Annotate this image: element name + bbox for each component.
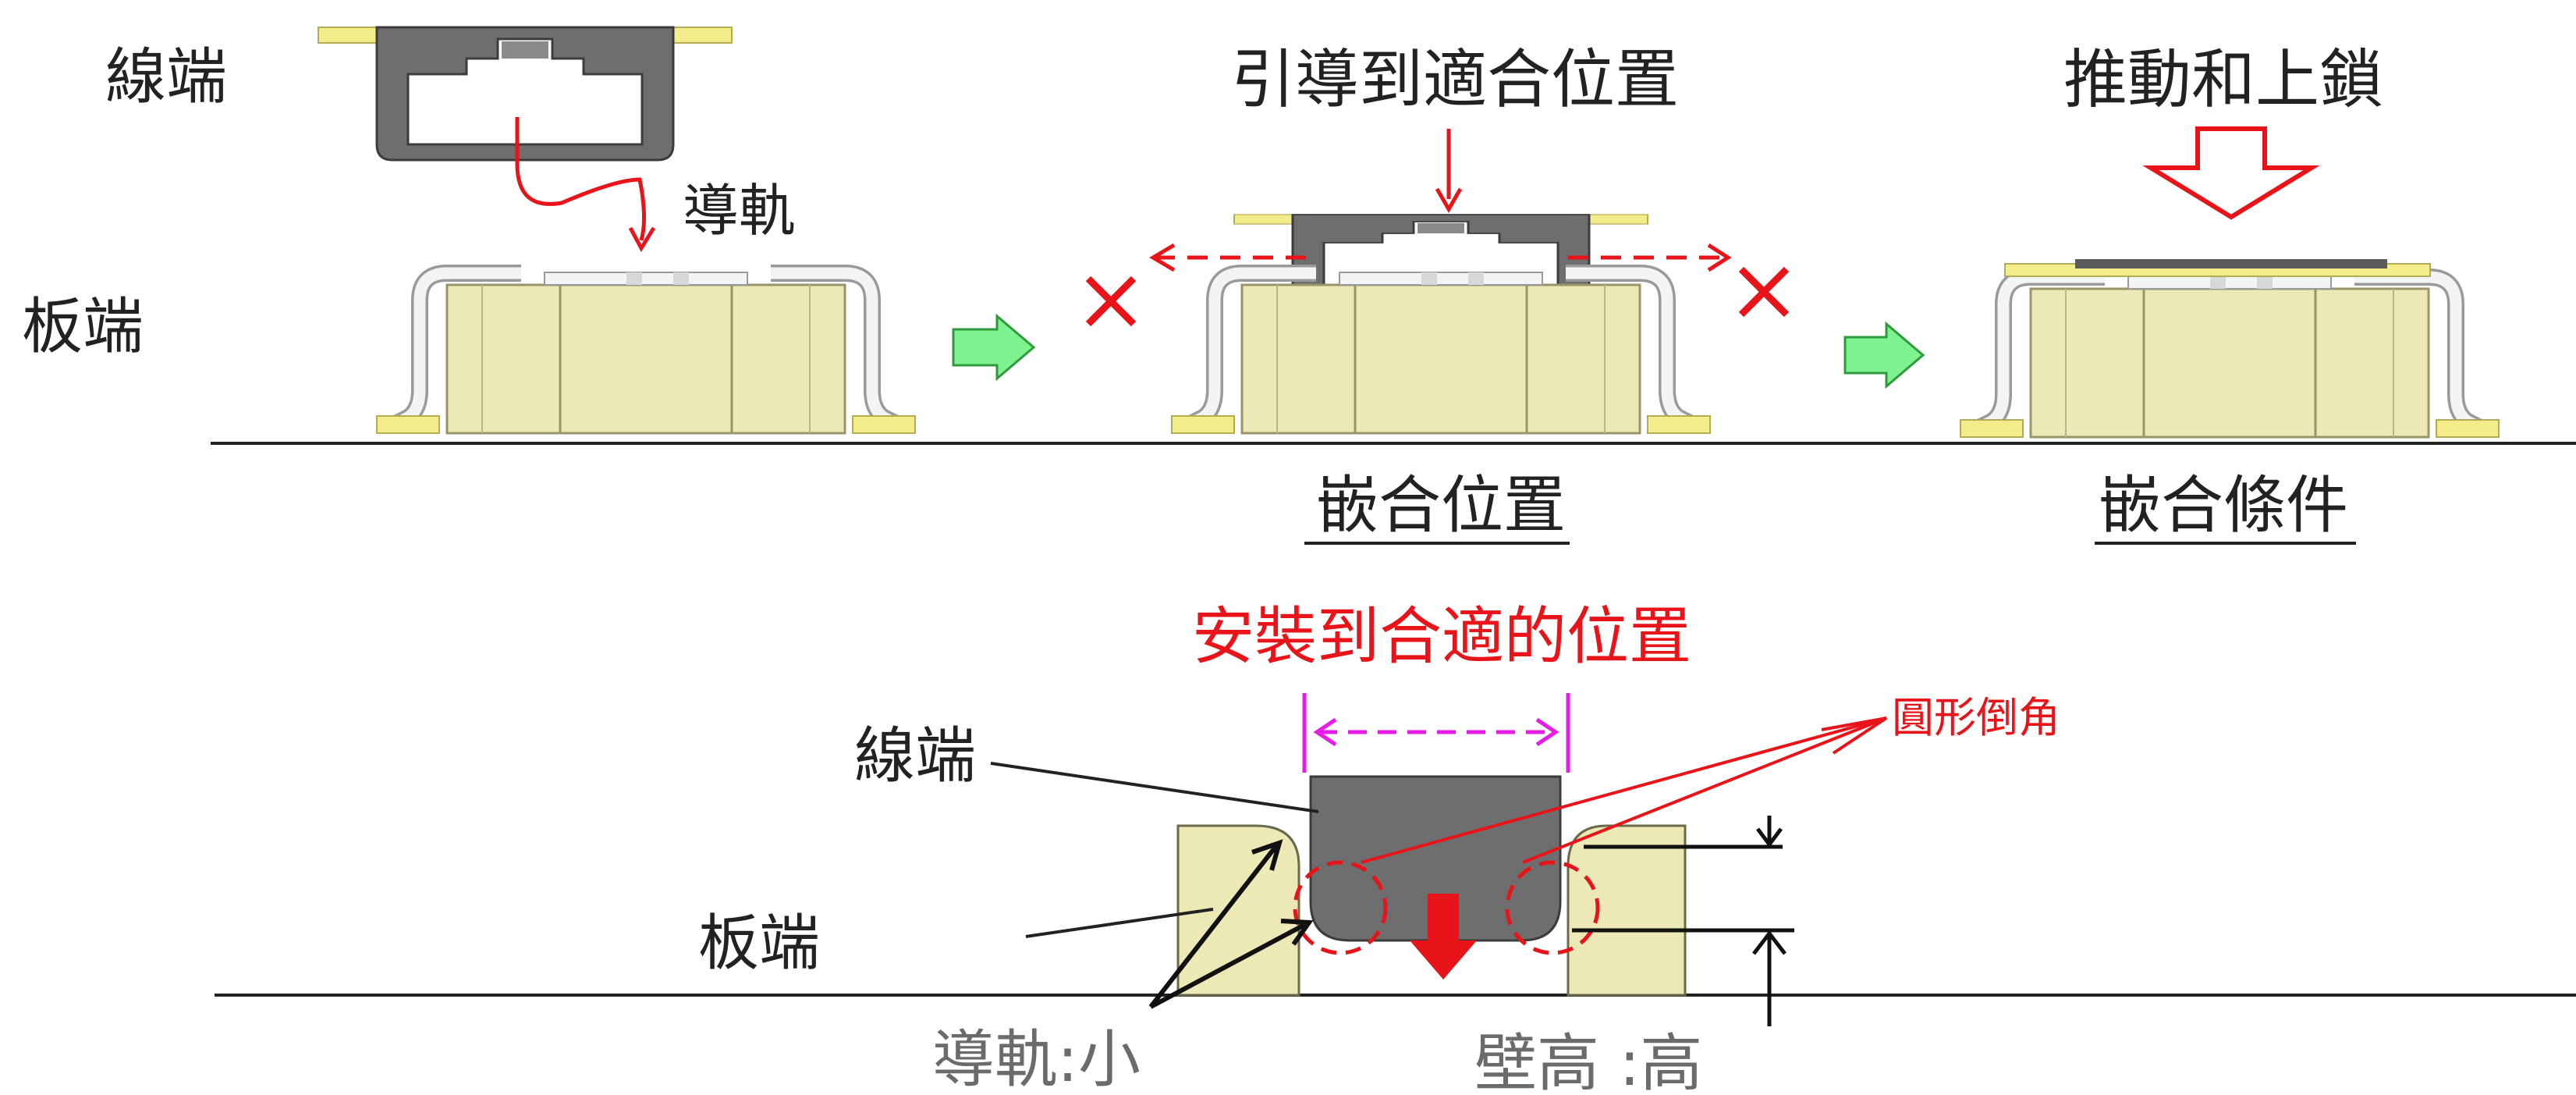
board-connector-3: [1960, 259, 2499, 437]
guide-to-position-label: 引導到適合位置: [1231, 43, 1679, 117]
wall-height-bottom-arrowhead-icon: [1752, 930, 1787, 955]
insert-path-arrow: [515, 117, 647, 241]
board-end-bottom-label: 板端: [698, 908, 820, 979]
chamfer-leader-right: [1522, 716, 1887, 864]
board-end-leader: [1025, 908, 1214, 938]
round-chamfer-label: 圓形倒角: [1892, 693, 2060, 742]
x-mark-icon: [1085, 276, 1137, 327]
guide-rail-arrowhead-upper-icon: [1251, 839, 1283, 871]
board-connector-2: [1172, 272, 1710, 433]
wire-end-bottom-label: 線端: [854, 721, 976, 791]
board-block-left: [1176, 824, 1300, 997]
guide-rail-arrow-lower: [1149, 923, 1306, 1009]
board-end-label: 板端: [22, 292, 144, 362]
push-and-lock-label: 推動和上鎖: [2063, 43, 2383, 117]
green-right-arrow-icon: [1843, 321, 1925, 389]
guide-down-arrowhead-icon: [1435, 187, 1463, 214]
mating-condition-caption: 嵌合條件: [2099, 469, 2348, 542]
board-connector-1: [377, 272, 915, 433]
misalign-left-arrowhead-icon: [1149, 243, 1176, 272]
guide-rail-small-label: 導軌:小: [932, 1023, 1141, 1095]
chamfer-circle-left: [1293, 860, 1388, 955]
chamfer-leader-left: [1361, 716, 1887, 864]
hollow-down-arrow-icon: [2142, 126, 2320, 220]
guide-rail-label: 導軌: [683, 178, 795, 244]
mating-position-caption: 嵌合位置: [1316, 469, 1566, 542]
width-arrowhead-left-icon: [1313, 717, 1337, 747]
green-right-arrow-icon: [952, 313, 1036, 382]
board-block-right: [1567, 824, 1687, 997]
red-down-arrow-icon: [1410, 894, 1477, 979]
misalign-right-arrowhead-icon: [1707, 243, 1732, 272]
install-to-position-title: 安裝到合適的位置: [1192, 600, 1691, 673]
chamfer-leader-arrowhead-icon: [1821, 716, 1888, 755]
x-mark-icon: [1738, 266, 1790, 318]
wall-height-high-label: 壁高 :高: [1474, 1027, 1702, 1095]
wire-end-leader: [990, 762, 1319, 813]
guide-rail-arrow-upper: [1148, 845, 1278, 1008]
wall-height-top-arrowhead-icon: [1756, 827, 1783, 848]
wire-end-label: 線端: [105, 42, 227, 112]
width-arrowhead-right-icon: [1535, 717, 1559, 747]
plug-before-mating: [317, 26, 733, 162]
insert-path-arrowhead-icon: [628, 226, 656, 253]
chamfer-circle-right: [1505, 860, 1600, 955]
guide-rail-arrowhead-lower-icon: [1280, 919, 1314, 946]
